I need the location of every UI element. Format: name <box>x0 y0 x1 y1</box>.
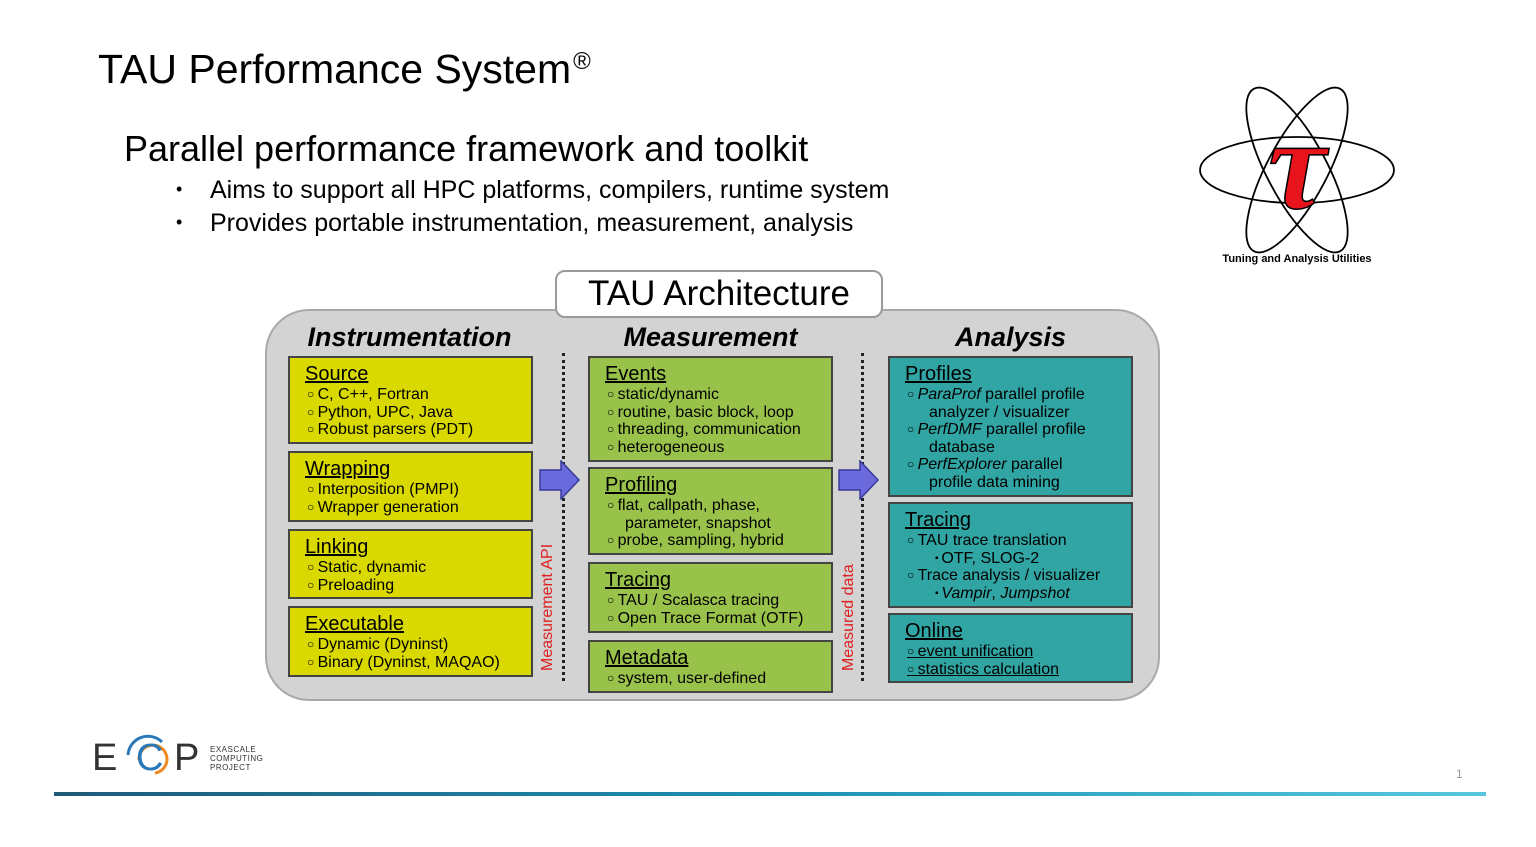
box-title: Source <box>305 363 369 385</box>
column-heading-measurement: Measurement <box>623 322 798 352</box>
box-item: C, C++, Fortran <box>305 386 531 404</box>
box-item: Trace analysis / visualizer <box>905 567 1131 585</box>
box-online: Online event unification statistics calc… <box>888 613 1133 683</box>
box-profiling: Profiling flat, callpath, phase, paramet… <box>588 467 833 555</box>
tau-logo: τ Tuning and Analysis Utilities <box>1199 86 1395 265</box>
ecp-blue-arc-icon <box>126 734 164 756</box>
bullet-item: •Aims to support all HPC platforms, comp… <box>176 176 890 204</box>
box-title: Executable <box>305 613 404 635</box>
box-executable: Executable Dynamic (Dyninst) Binary (Dyn… <box>288 606 533 677</box>
separator-dotted-line <box>562 353 565 681</box>
box-title: Profiling <box>605 474 678 496</box>
box-wrapping: Wrapping Interposition (PMPI) Wrapper ge… <box>288 451 533 522</box>
box-events: Events static/dynamic routine, basic blo… <box>588 356 833 462</box>
box-title: Online <box>905 620 963 642</box>
box-item: Open Trace Format (OTF) <box>605 610 831 628</box>
box-item: TAU / Scalasca tracing <box>605 592 831 610</box>
ecp-text-line: EXASCALE <box>210 745 256 754</box>
box-item: heterogeneous <box>605 439 831 457</box>
ecp-letter-c: C <box>136 737 163 779</box>
box-title: Events <box>605 363 667 385</box>
box-item: Wrapper generation <box>305 499 531 517</box>
box-linking: Linking Static, dynamic Preloading <box>288 529 533 599</box>
box-item: PerfExplorer parallel <box>905 456 1131 474</box>
box-item-continuation: database <box>929 438 995 456</box>
box-profiles: Profiles ParaProf parallel profile analy… <box>888 356 1133 497</box>
ecp-letter-e: E <box>92 737 117 779</box>
box-item-continuation: analyzer / visualizer <box>929 403 1070 421</box>
box-item-continuation: parameter, snapshot <box>625 514 771 532</box>
tool-name: PerfExplorer <box>917 456 1007 473</box>
column-heading-analysis: Analysis <box>954 322 1067 352</box>
box-title: Metadata <box>605 647 689 669</box>
ecp-text-line: COMPUTING <box>210 754 263 763</box>
ecp-text-line: PROJECT <box>210 763 251 772</box>
page-number: 1 <box>1456 767 1463 781</box>
box-item: threading, communication <box>605 421 831 439</box>
separator-dotted-line <box>861 353 864 681</box>
box-item: Preloading <box>305 577 531 595</box>
box-tracing-measurement: Tracing TAU / Scalasca tracing Open Trac… <box>588 562 833 633</box>
box-item: Interposition (PMPI) <box>305 481 531 499</box>
box-item: ParaProf parallel profile <box>905 386 1131 404</box>
box-source: Source C, C++, Fortran Python, UPC, Java… <box>288 356 533 444</box>
slide-subtitle: Parallel performance framework and toolk… <box>124 128 809 169</box>
box-item: static/dynamic <box>605 386 831 404</box>
box-metadata: Metadata system, user-defined <box>588 640 833 693</box>
tool-name: PerfDMF <box>917 421 982 438</box>
bullet-icon: • <box>176 179 183 199</box>
box-item: Robust parsers (PDT) <box>305 421 531 439</box>
box-item: Binary (Dyninst, MAQAO) <box>305 654 531 672</box>
measurement-api-label: Measurement API <box>539 543 556 671</box>
box-item: statistics calculation <box>905 661 1131 679</box>
box-subitem: OTF, SLOG-2 <box>905 550 1131 568</box>
box-item: Python, UPC, Java <box>305 404 531 422</box>
measured-data-label: Measured data <box>840 564 857 671</box>
ecp-orange-arc-icon <box>137 743 169 775</box>
box-title: Profiles <box>905 363 972 385</box>
box-item-continuation: profile data mining <box>929 473 1060 491</box>
slide-title: TAU Performance System® <box>98 46 591 92</box>
tool-name: ParaProf <box>917 386 981 403</box>
box-subitem: Vampir, Jumpshot <box>905 585 1131 603</box>
arrow-right-icon <box>539 460 581 500</box>
box-item: probe, sampling, hybrid <box>605 532 831 550</box>
box-tracing-analysis: Tracing TAU trace translation OTF, SLOG-… <box>888 502 1133 608</box>
registered-mark: ® <box>573 48 591 75</box>
bullet-item: •Provides portable instrumentation, meas… <box>176 209 854 237</box>
box-item: system, user-defined <box>605 670 831 688</box>
box-title: Tracing <box>905 509 971 531</box>
architecture-title: TAU Architecture <box>555 270 883 318</box>
box-item: Dynamic (Dyninst) <box>305 636 531 654</box>
column-heading-instrumentation: Instrumentation <box>307 322 512 352</box>
ecp-logo: E C P EXASCALE COMPUTING PROJECT <box>92 734 263 779</box>
box-item: event unification <box>905 643 1131 661</box>
box-title: Linking <box>305 536 369 558</box>
box-item: flat, callpath, phase, <box>605 497 831 515</box>
atom-orbits-icon <box>1199 86 1395 254</box>
box-item: routine, basic block, loop <box>605 404 831 422</box>
tau-logo-caption: Tuning and Analysis Utilities <box>1222 253 1371 265</box>
ecp-letter-p: P <box>174 737 199 779</box>
bullet-icon: • <box>176 212 183 232</box>
tau-symbol-icon: τ <box>1268 93 1329 237</box>
footer-rule <box>54 792 1486 796</box>
box-title: Tracing <box>605 569 671 591</box>
box-item: TAU trace translation <box>905 532 1131 550</box>
box-title: Wrapping <box>305 458 391 480</box>
arrow-right-icon <box>838 460 880 500</box>
box-item: PerfDMF parallel profile <box>905 421 1131 439</box>
box-item: Static, dynamic <box>305 559 531 577</box>
